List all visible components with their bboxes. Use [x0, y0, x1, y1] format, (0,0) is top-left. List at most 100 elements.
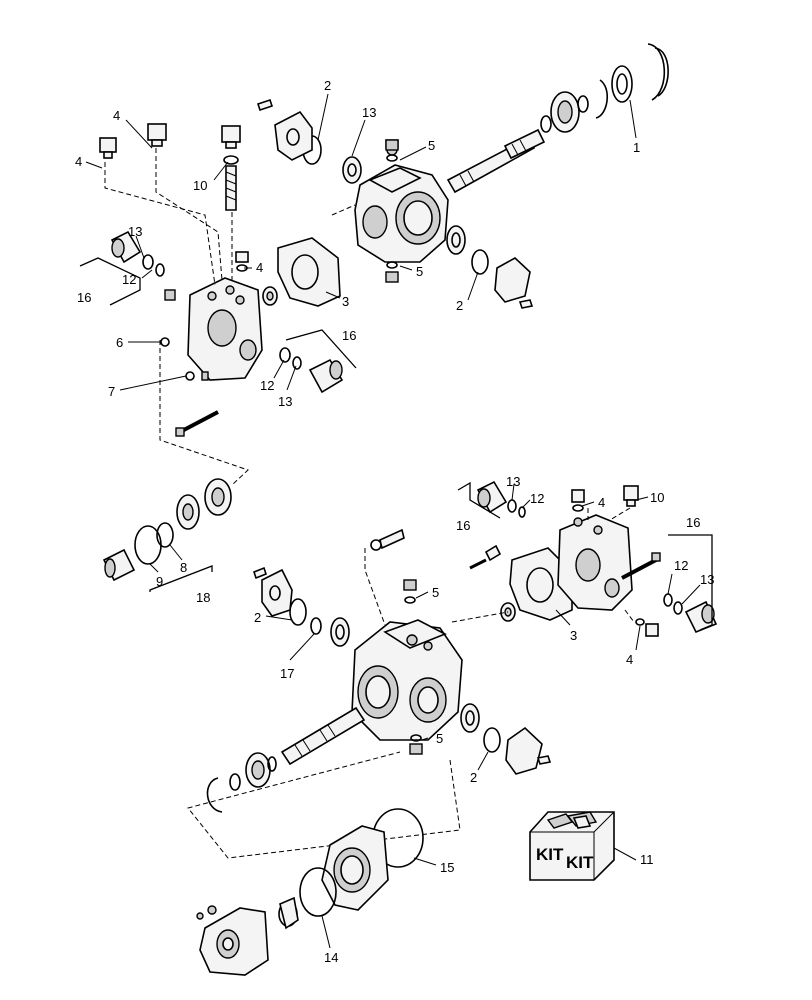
plug-lower-5a	[403, 579, 417, 604]
shaft-seal-upper	[342, 156, 362, 184]
callout-4: 4	[113, 108, 120, 123]
leader-lines	[85, 93, 701, 949]
shaft-seal-lower-right	[460, 703, 480, 733]
gear-pump	[196, 905, 269, 976]
bearing-18	[176, 478, 232, 530]
relief-cartridge-upper-left	[110, 230, 165, 277]
callout-13: 13	[506, 474, 520, 489]
dashed-connector-upper-4	[331, 204, 356, 216]
cover-plate-upper-left	[256, 98, 313, 161]
pump-housing-upper	[354, 139, 449, 263]
cover-plate-lower-left	[253, 566, 293, 617]
callout-5: 5	[432, 585, 439, 600]
drive-shaft-lower	[280, 706, 366, 766]
bracket-16-lower-left	[457, 481, 501, 519]
dashed-connector-upper-1	[104, 162, 216, 286]
callout-4: 4	[598, 495, 605, 510]
valve-block-lower	[557, 514, 633, 611]
callout-5: 5	[428, 138, 435, 153]
link-bracket	[469, 544, 502, 570]
plug-lower-5b	[409, 734, 423, 755]
callout-2: 2	[324, 78, 331, 93]
o-ring-8	[156, 522, 174, 548]
dashed-connector-lower-2	[451, 611, 509, 623]
callout-4: 4	[256, 260, 263, 275]
callout-3: 3	[342, 294, 349, 309]
callout-4: 4	[75, 154, 82, 169]
callout-18: 18	[196, 590, 210, 605]
o-ring-lower-2b	[483, 727, 501, 753]
callout-16: 16	[77, 290, 91, 305]
callout-10: 10	[650, 490, 664, 505]
o-ring-7	[185, 371, 195, 381]
kit-label-left: KIT	[536, 845, 564, 864]
o-ring-6	[160, 337, 170, 347]
callout-12: 12	[122, 272, 136, 287]
dashed-connector-lower-5	[609, 507, 631, 521]
callout-5: 5	[416, 264, 423, 279]
callout-16: 16	[342, 328, 356, 343]
plug-4-upper-mid	[147, 123, 167, 147]
retaining-ring-outer	[647, 43, 669, 101]
callout-17: 17	[280, 666, 294, 681]
cover-plate-upper-right	[494, 257, 534, 309]
drive-shaft-upper	[446, 128, 546, 194]
long-bolt-upper	[175, 410, 219, 437]
callout-7: 7	[108, 384, 115, 399]
bearing-upper-shaft	[550, 91, 589, 133]
snap-ring	[595, 79, 608, 119]
shaft-seal-17-inner	[335, 624, 345, 640]
callout-8: 8	[180, 560, 187, 575]
long-bolt-lower	[621, 552, 661, 580]
callout-14: 14	[324, 950, 338, 965]
bushing-9	[102, 548, 136, 582]
callout-11: 11	[640, 852, 654, 867]
callout-5: 5	[436, 731, 443, 746]
plug-4-lower-bottom	[635, 618, 659, 637]
bracket-18	[149, 565, 213, 592]
callout-13: 13	[278, 394, 292, 409]
relief-cartridge-lower-right	[663, 593, 718, 634]
callout-9: 9	[156, 574, 163, 589]
callout-4: 4	[626, 652, 633, 667]
callout-1: 1	[633, 140, 640, 155]
seal-ring-17	[310, 617, 322, 635]
small-plug-6	[164, 289, 176, 301]
relief-cartridge-upper-right	[279, 347, 344, 394]
callout-labels: 1 2 13 5 4 4 10 13 12 16 4 5 2 3 6 7 16 …	[75, 78, 714, 965]
shaft-seal-lower-right-inner	[465, 710, 475, 726]
dashed-connector-upper-2	[155, 148, 223, 281]
shaft-seal-upper-inner	[347, 163, 357, 177]
pump-housing-lower	[351, 619, 463, 741]
bearing-lower-shaft	[245, 752, 277, 788]
o-ring-lower-2a	[289, 598, 307, 626]
shaft-seal-right-inner	[451, 232, 461, 248]
dashed-connector-lower-6	[187, 751, 461, 859]
callout-2: 2	[456, 298, 463, 313]
kit-label-right: KIT	[566, 853, 594, 872]
coupling-sleeve	[278, 896, 299, 930]
plug-4-lower-top	[571, 489, 585, 512]
callout-13: 13	[700, 572, 714, 587]
kit-box: KIT KIT	[529, 811, 615, 881]
bracket-16-upper-left	[79, 257, 141, 306]
shaft-seal-right	[446, 225, 466, 255]
bracket-16-upper-right	[285, 329, 357, 369]
seal-washer-inner	[616, 73, 628, 95]
callout-13: 13	[128, 224, 142, 239]
callout-2: 2	[254, 610, 261, 625]
callout-16: 16	[456, 518, 470, 533]
cover-plate-lower-right	[505, 726, 552, 775]
callout-12: 12	[674, 558, 688, 573]
callout-16: 16	[686, 515, 700, 530]
plug-10-lower	[623, 485, 639, 507]
dashed-connector-upper-5	[159, 340, 249, 486]
callout-13: 13	[362, 105, 376, 120]
spacer-ring	[540, 115, 552, 133]
pin-7	[201, 371, 209, 381]
plug-4-upper-left	[99, 137, 117, 159]
relief-cartridge-lower-left	[476, 480, 526, 518]
bushing-upper	[262, 286, 278, 306]
gasket-upper	[277, 237, 341, 307]
